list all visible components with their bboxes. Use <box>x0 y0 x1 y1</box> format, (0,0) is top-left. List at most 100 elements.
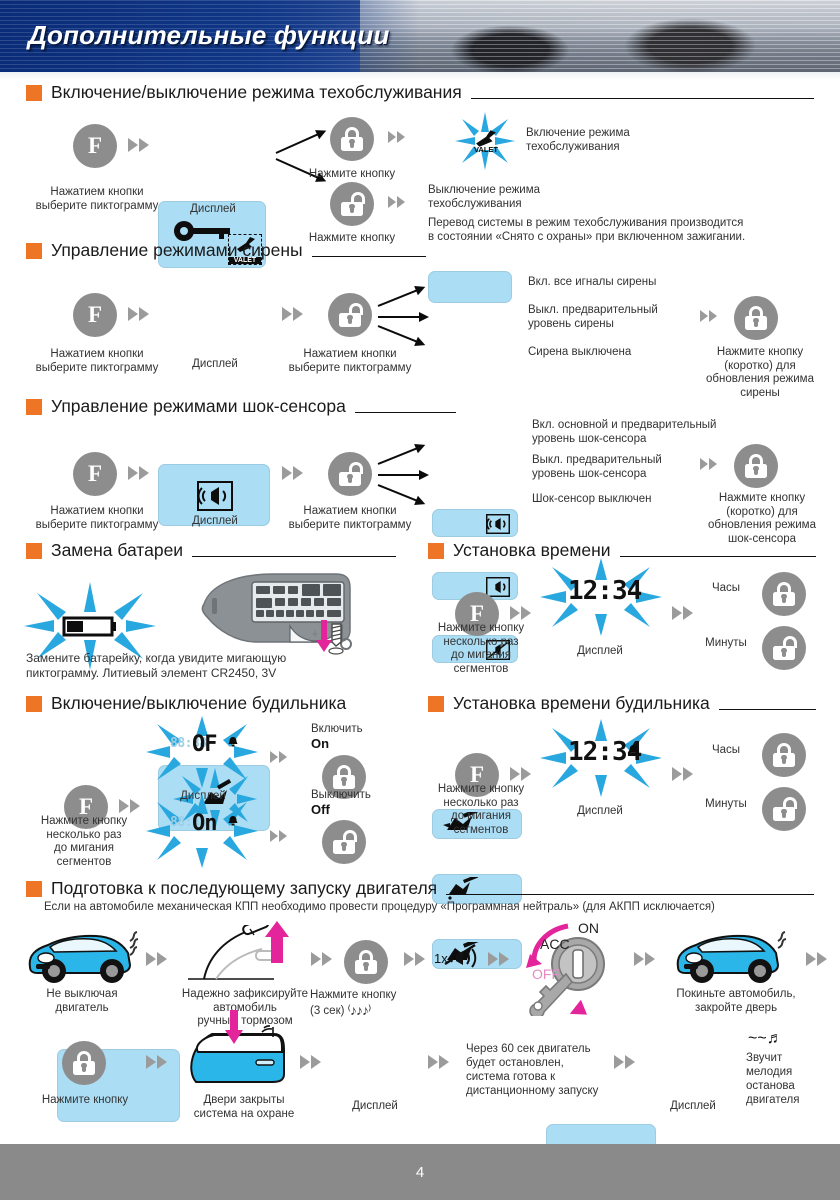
arrow-icon <box>806 952 827 966</box>
screwdriver-arrow-icon <box>316 620 344 655</box>
branch-arrow-1 <box>377 445 423 465</box>
caption-valet-mode-off: Выключение режима техобслуживания <box>428 184 541 211</box>
handbrake-illustration <box>182 917 300 987</box>
lock-closed-icon <box>333 765 355 789</box>
keyfob-illustration: + <box>196 568 356 655</box>
section-title-battery: Замена батареи <box>26 540 396 561</box>
caption-select-pictogram-siren-2: Нажатием кнопки выберите пиктограмму <box>288 348 412 374</box>
caption-press-times-alarm-time: Нажмите кнопку несколько раз до мигания … <box>437 783 525 836</box>
lock-open-icon <box>339 303 363 327</box>
lock-open-icon <box>339 462 363 486</box>
arrow-icon <box>428 1055 449 1069</box>
caption-minutes-alarm: Минуты <box>705 798 747 810</box>
title-rule <box>192 544 396 557</box>
branch-arrow-2 <box>378 474 426 476</box>
flash-burst-icon <box>455 112 515 170</box>
arrow-icon <box>128 466 149 480</box>
caption-engine-step6: Покиньте автомобиль, закройте дверь <box>676 988 796 1014</box>
title-rule <box>619 544 816 557</box>
lock-button-icon-valet-on <box>330 117 374 161</box>
burst-valet: VALET <box>455 112 515 170</box>
caption-valet-mode-on: Включение режима техобслуживания <box>526 127 630 154</box>
ignition-illustration: ON ACC OFF <box>518 920 628 1019</box>
caption-select-pictogram-valet: Нажатием кнопки выберите пиктограмму <box>35 186 159 212</box>
section-title-engine: Подготовка к последующему запуску двигат… <box>26 878 814 899</box>
shock-sensor-flash-icon <box>173 768 257 830</box>
lock-button-icon-shock-confirm <box>734 444 778 488</box>
branch-arrow-2 <box>378 316 426 318</box>
lock-button-icon-siren-confirm <box>734 296 778 340</box>
caption-display-siren: Дисплей <box>192 358 238 370</box>
wrench-icon <box>237 237 255 252</box>
unlock-button-icon-shock <box>328 452 372 496</box>
caption-select-pictogram-siren: Нажатием кнопки выберите пиктограмму <box>35 348 159 374</box>
lock-open-icon <box>773 636 797 660</box>
down-arrow-icon <box>225 1010 243 1044</box>
arrow-icon <box>128 138 149 152</box>
caption-press-times-time: Нажмите кнопку несколько раз до мигания … <box>437 622 525 675</box>
orange-square-icon <box>26 84 42 101</box>
lock-closed-icon <box>773 743 795 767</box>
subtitle-engine: Если на автомобиле механическая КПП необ… <box>44 901 715 913</box>
arrow-icon <box>146 952 167 966</box>
branch-arrow-3 <box>377 484 423 504</box>
caption-enable-alarm: Включить On <box>311 723 363 752</box>
burst-alarm-off: 88:88 OF <box>146 716 258 788</box>
car-icon <box>676 931 787 983</box>
branch-arrow-3 <box>377 325 423 345</box>
title-rule <box>718 697 816 710</box>
lock-closed-icon <box>745 454 767 478</box>
f-button-icon-valet: F <box>73 124 117 168</box>
orange-square-icon <box>428 542 444 559</box>
caption-siren-confirm: Нажмите кнопку (коротко) для обновления … <box>706 346 814 399</box>
display-siren <box>158 464 270 526</box>
display-siren-option-1 <box>432 509 518 537</box>
display-siren-option-2 <box>432 572 518 600</box>
caption-engine-step8: Двери закрыты система на охране <box>193 1094 295 1120</box>
arrow-icon <box>128 307 149 321</box>
caption-engine-step12: Звучит мелодия останова двигателя <box>746 1052 800 1107</box>
unlock-button-icon-minutes-alarm <box>762 787 806 831</box>
caption-press-button-valet-off: Нажмите кнопку <box>308 232 396 244</box>
arrow-icon <box>300 1055 321 1069</box>
orange-square-icon <box>26 398 42 415</box>
valet-badge-icon: VALET <box>228 234 262 265</box>
page-title: Дополнительные функции <box>28 20 390 50</box>
lock-closed-icon <box>745 306 767 330</box>
speaker-icon <box>450 948 476 968</box>
door-closed-illustration <box>178 1010 290 1092</box>
caption-shock-option-3: Шок-сенсор выключен <box>532 493 652 505</box>
siren-chirp-indicator: 1x <box>434 945 496 971</box>
caption-display-shock: Дисплей <box>192 515 238 527</box>
arrow-icon <box>700 310 717 322</box>
lock-button-icon-alarm-on <box>322 755 366 799</box>
arrow-icon <box>388 196 405 208</box>
caption-siren-option-2: Выкл. предварительный уровень сирены <box>528 304 658 331</box>
siren-off-icon <box>486 640 510 660</box>
branch-arrow-up <box>275 130 324 154</box>
burst-battery <box>24 582 156 670</box>
label-ignition-off: OFF <box>532 966 560 982</box>
caption-display-valet: Дисплей <box>190 203 236 215</box>
caption-shock-option-2: Выкл. предварительный уровень шок-сенсор… <box>532 454 662 481</box>
caption-shock-confirm: Нажмите кнопку (коротко) для обновления … <box>708 492 816 545</box>
lock-open-icon <box>333 830 357 854</box>
orange-square-icon <box>428 695 444 712</box>
display-valet-key: VALET <box>158 201 266 268</box>
arrow-icon <box>119 799 140 813</box>
display-shock-option-1 <box>432 809 522 839</box>
clock-value-time: 12:34 <box>568 576 642 606</box>
caption-engine-step1: Не выключая двигатель <box>46 988 118 1014</box>
svg-text:+: + <box>311 626 319 641</box>
f-button-icon-alarm-time: F <box>455 753 499 797</box>
unlock-button-icon-alarm-off <box>322 820 366 864</box>
shock-partial-icon <box>448 877 479 900</box>
lock-button-icon-engine-arm <box>344 940 388 984</box>
car-icon <box>28 931 139 983</box>
arrow-icon <box>700 458 717 470</box>
ignition-key-icon <box>526 923 605 1019</box>
arrow-icon <box>311 952 332 966</box>
unlock-button-icon-minutes-time <box>762 626 806 670</box>
arrow-icon <box>672 606 693 620</box>
lock-closed-icon <box>773 582 795 606</box>
